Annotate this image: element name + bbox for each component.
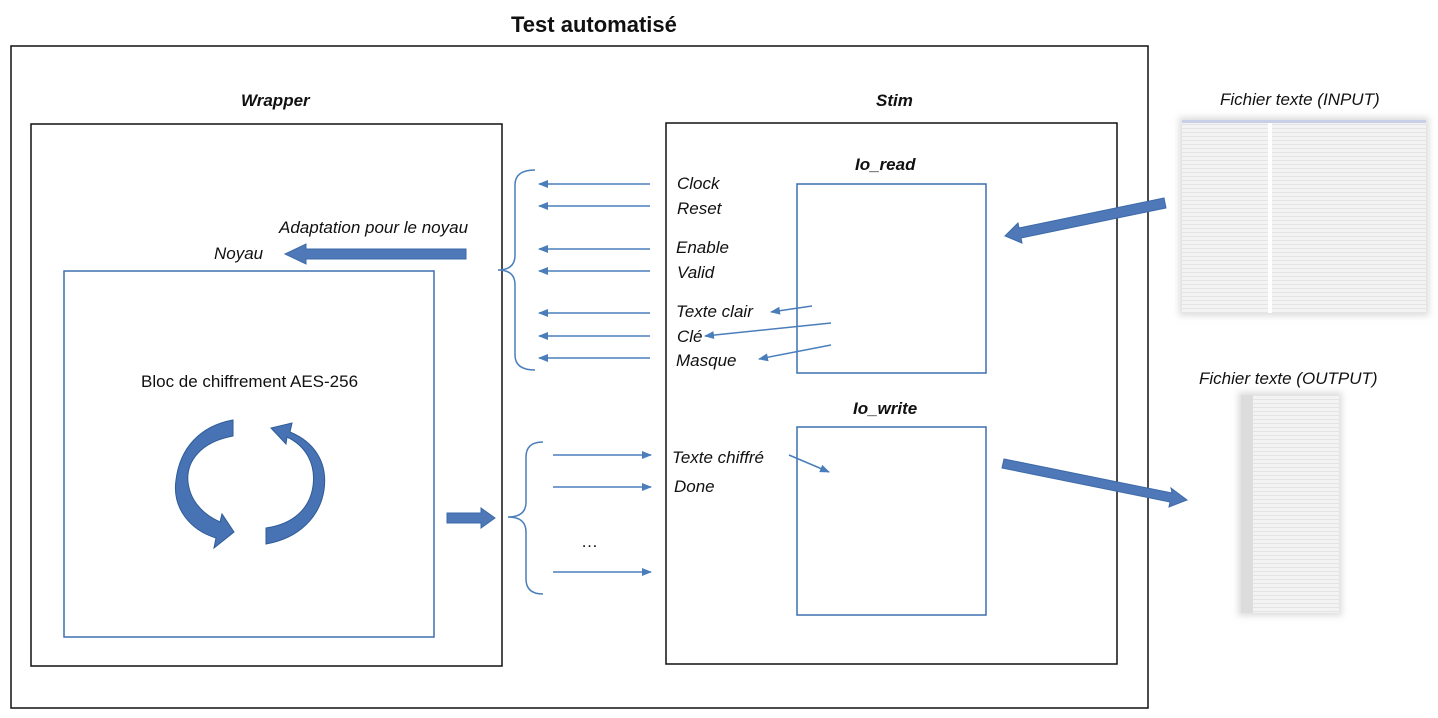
signal-texte-clair: Texte clair [676,302,753,321]
io-read-box [796,183,987,374]
signal-cle: Clé [677,327,703,346]
adaptation-label: Adaptation pour le noyau [279,218,469,237]
output-file-preview [1241,395,1339,613]
bloc-box [63,270,435,638]
ellipsis-label: … [581,532,598,551]
input-signal-arrows [538,180,650,362]
stim-box [665,122,1118,665]
io-write-inner-arrow [788,454,830,473]
stim-label: Stim [876,91,913,110]
output-signal-arrows [553,451,830,576]
output-file-block-arrow [1001,458,1189,508]
output-file-margin [1241,395,1253,613]
io-read-arrows [704,305,832,362]
io-write-label: Io_write [853,399,918,418]
input-file-preview [1182,120,1426,313]
brace-out [507,441,544,595]
input-file-label: Fichier texte (INPUT) [1220,90,1380,109]
signal-enable: Enable [676,238,729,257]
page-title: Test automatisé [511,12,677,37]
io-read-label: Io_read [855,155,916,174]
output-file-label: Fichier texte (OUTPUT) [1199,369,1378,388]
signal-valid: Valid [677,263,715,282]
bloc-label: Bloc de chiffrement AES-256 [141,372,359,391]
input-file-column-divider [1268,120,1272,313]
test-frame [10,45,1149,709]
signal-reset: Reset [677,199,722,218]
signal-texte-chiffre: Texte chiffré [672,448,764,467]
wrapper-label: Wrapper [241,91,310,110]
input-file-header-line [1182,120,1426,123]
io-write-box [796,426,987,616]
signal-masque: Masque [676,351,737,370]
signal-done: Done [674,477,715,496]
input-file-block-arrow [1004,197,1167,244]
wrapper-out-block-arrow [446,507,496,529]
noyau-block-arrow [283,243,467,265]
signal-clock: Clock [677,174,720,193]
noyau-label: Noyau [214,244,264,263]
wrapper-box [30,123,503,667]
cycle-icon [174,419,326,550]
brace-in [497,169,536,371]
